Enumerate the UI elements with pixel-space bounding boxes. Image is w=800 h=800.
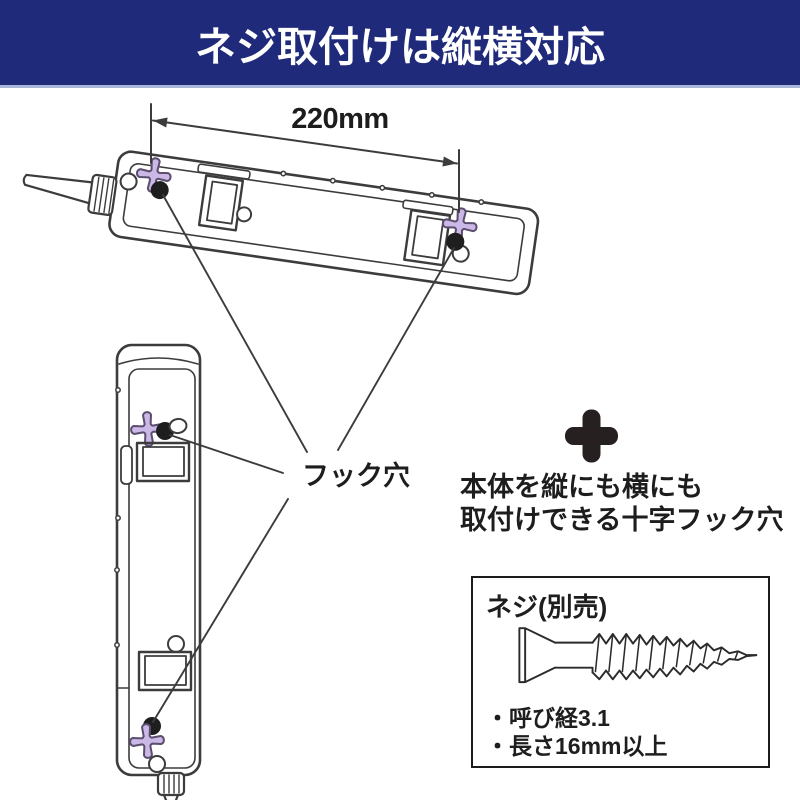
power-strip-vertical [114,343,202,800]
callout-dot [446,232,465,251]
screw-head [518,627,556,684]
screw-thread-bottom [591,654,758,681]
mounting-slot-inner [144,655,187,686]
screw-info-box: ネジ(別売) ・呼び経3.1 ・長さ16mm以上 [471,576,770,768]
feature-caption: 本体を縦にも横にも 取付けできる十字フック穴 [460,471,783,537]
edge-bump [280,170,287,177]
callout-dot [150,181,169,200]
feature-caption-line2: 取付けできる十字フック穴 [460,505,784,535]
edge-bump [115,387,121,393]
callout-line [169,434,284,474]
mounting-slot [197,174,245,232]
dimension-annotation [150,103,460,213]
edge-bump [428,191,435,198]
screw-spec-length: ・長さ16mm以上 [486,733,668,759]
mounting-slot-inner [142,446,185,477]
screw-thread-top [591,633,758,657]
pilot-hole [167,635,185,653]
header-banner: ネジ取付けは縦横対応 [0,0,800,88]
cord-boot [87,173,118,217]
screw-box-title: ネジ(別売) [486,592,608,622]
edge-bump [478,199,485,206]
side-hook-tab [120,445,133,485]
strip-v-top-cap-edge [118,357,199,365]
power-cord [156,771,186,800]
mounting-slot [137,650,193,692]
strip-h-back-panel [122,163,525,282]
screw-icon [518,627,758,684]
plus-icon [565,409,618,463]
mounting-slot [135,441,191,483]
screw-shank [554,641,594,674]
callout-line [152,498,289,723]
pilot-hole [119,172,138,191]
page-title: ネジ取付けは縦横対応 [195,23,605,70]
dimension-label: 220mm [291,103,389,135]
edge-bump [114,567,120,573]
mounting-slot-inner [205,180,239,225]
edge-bump [379,184,386,191]
strip-h-top-tab-left [197,163,251,180]
callout-line [337,247,455,451]
callout-line [162,194,308,453]
pilot-hole [148,755,166,773]
cord-boot [156,771,186,797]
edge-bump [329,177,336,184]
power-strip-horizontal [22,150,540,296]
mounting-slot-inner [411,215,445,260]
screw-spec-diameter: ・呼び経3.1 [486,705,610,731]
callout-lines [152,194,455,723]
arrowhead-left [153,117,168,128]
dimension-arrow-line [152,119,458,165]
edge-bump [115,515,121,521]
feature-caption-line1: 本体を縦にも横にも [460,472,703,502]
hook-hole-label: フック穴 [302,461,410,491]
arrowhead-right [442,156,457,167]
power-cord [22,173,118,217]
pilot-hole [236,206,253,223]
edge-bump [114,642,120,648]
screw-thread-flights [594,633,739,673]
pilot-hole [168,417,188,435]
